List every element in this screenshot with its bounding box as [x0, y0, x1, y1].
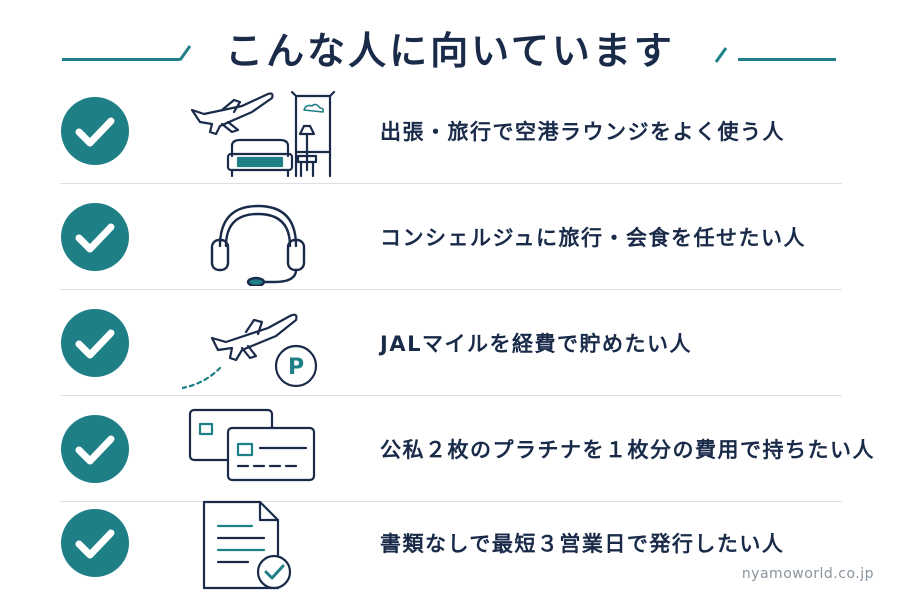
check-icon: [61, 509, 129, 577]
airplane-lounge-icon: [190, 90, 336, 178]
divider: [60, 183, 842, 184]
list-item: P JALマイルを経費で貯めたい人: [0, 292, 900, 396]
two-cards-icon: [188, 408, 316, 482]
check-icon: [61, 415, 129, 483]
list-item: コンシェルジュに旅行・会食を任せたい人: [0, 186, 900, 290]
list-item: 書類なしで最短３営業日で発行したい人: [0, 492, 900, 596]
document-check-icon: [202, 500, 292, 590]
header-slash-right: [714, 47, 728, 63]
divider: [60, 395, 842, 396]
item-label: 公私２枚のプラチナを１枚分の費用で持ちたい人: [380, 438, 875, 462]
check-icon: [61, 309, 129, 377]
page-title: こんな人に向いています: [225, 29, 675, 73]
header-line-right: [738, 58, 836, 61]
list-item: 出張・旅行で空港ラウンジをよく使う人: [0, 80, 900, 184]
header: こんな人に向いています: [0, 14, 900, 78]
divider: [60, 289, 842, 290]
check-icon: [61, 97, 129, 165]
header-slash-left: [178, 45, 192, 61]
list-item: 公私２枚のプラチナを１枚分の費用で持ちたい人: [0, 398, 900, 502]
watermark: nyamoworld.co.jp: [741, 566, 874, 582]
check-icon: [61, 203, 129, 271]
item-label: 出張・旅行で空港ラウンジをよく使う人: [380, 120, 785, 144]
item-label: JALマイルを経費で貯めたい人: [380, 332, 692, 356]
headset-icon: [210, 204, 306, 286]
svg-text:P: P: [288, 355, 304, 380]
divider: [60, 501, 842, 502]
item-label: コンシェルジュに旅行・会食を任せたい人: [380, 226, 807, 250]
airplane-points-icon: P: [182, 313, 318, 390]
header-line-left: [62, 58, 180, 61]
item-label: 書類なしで最短３営業日で発行したい人: [380, 532, 785, 556]
